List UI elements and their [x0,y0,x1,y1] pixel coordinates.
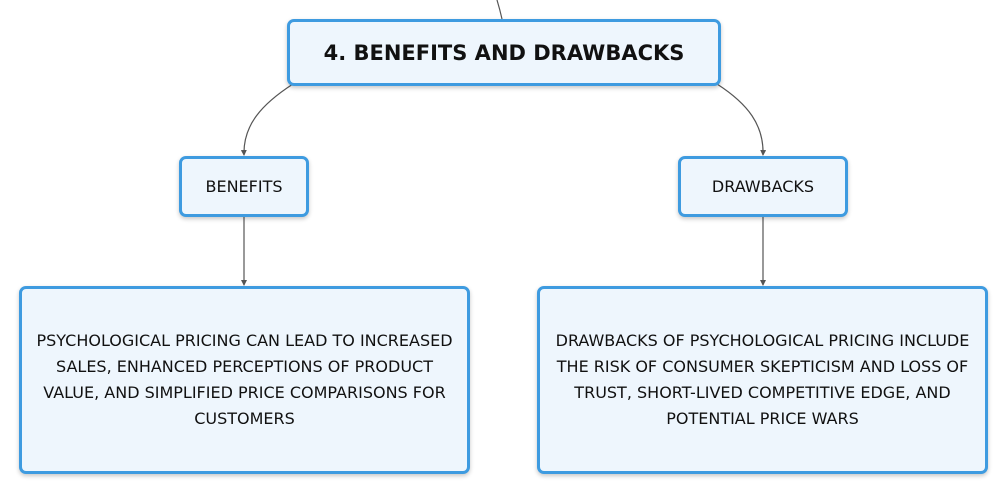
benefits-detail-text: PSYCHOLOGICAL PRICING CAN LEAD TO INCREA… [36,331,453,428]
connector-root-to-drawbacks [716,83,767,156]
root-topic-title: 4. BENEFITS AND DRAWBACKS [323,40,685,65]
drawbacks-detail-text: DRAWBACKS OF PSYCHOLOGICAL PRICING INCLU… [555,331,970,428]
drawbacks-node[interactable]: DRAWBACKS [678,156,848,217]
benefits-node[interactable]: BENEFITS [179,156,309,217]
drawbacks-detail-node[interactable]: DRAWBACKS OF PSYCHOLOGICAL PRICING INCLU… [537,286,988,474]
benefits-detail-node[interactable]: PSYCHOLOGICAL PRICING CAN LEAD TO INCREA… [19,286,470,474]
connector-root-to-benefits [240,83,294,156]
connector-from-parent [496,0,503,20]
drawbacks-label: DRAWBACKS [711,177,815,196]
benefits-label: BENEFITS [205,177,283,196]
root-topic-node[interactable]: 4. BENEFITS AND DRAWBACKS [287,19,721,86]
